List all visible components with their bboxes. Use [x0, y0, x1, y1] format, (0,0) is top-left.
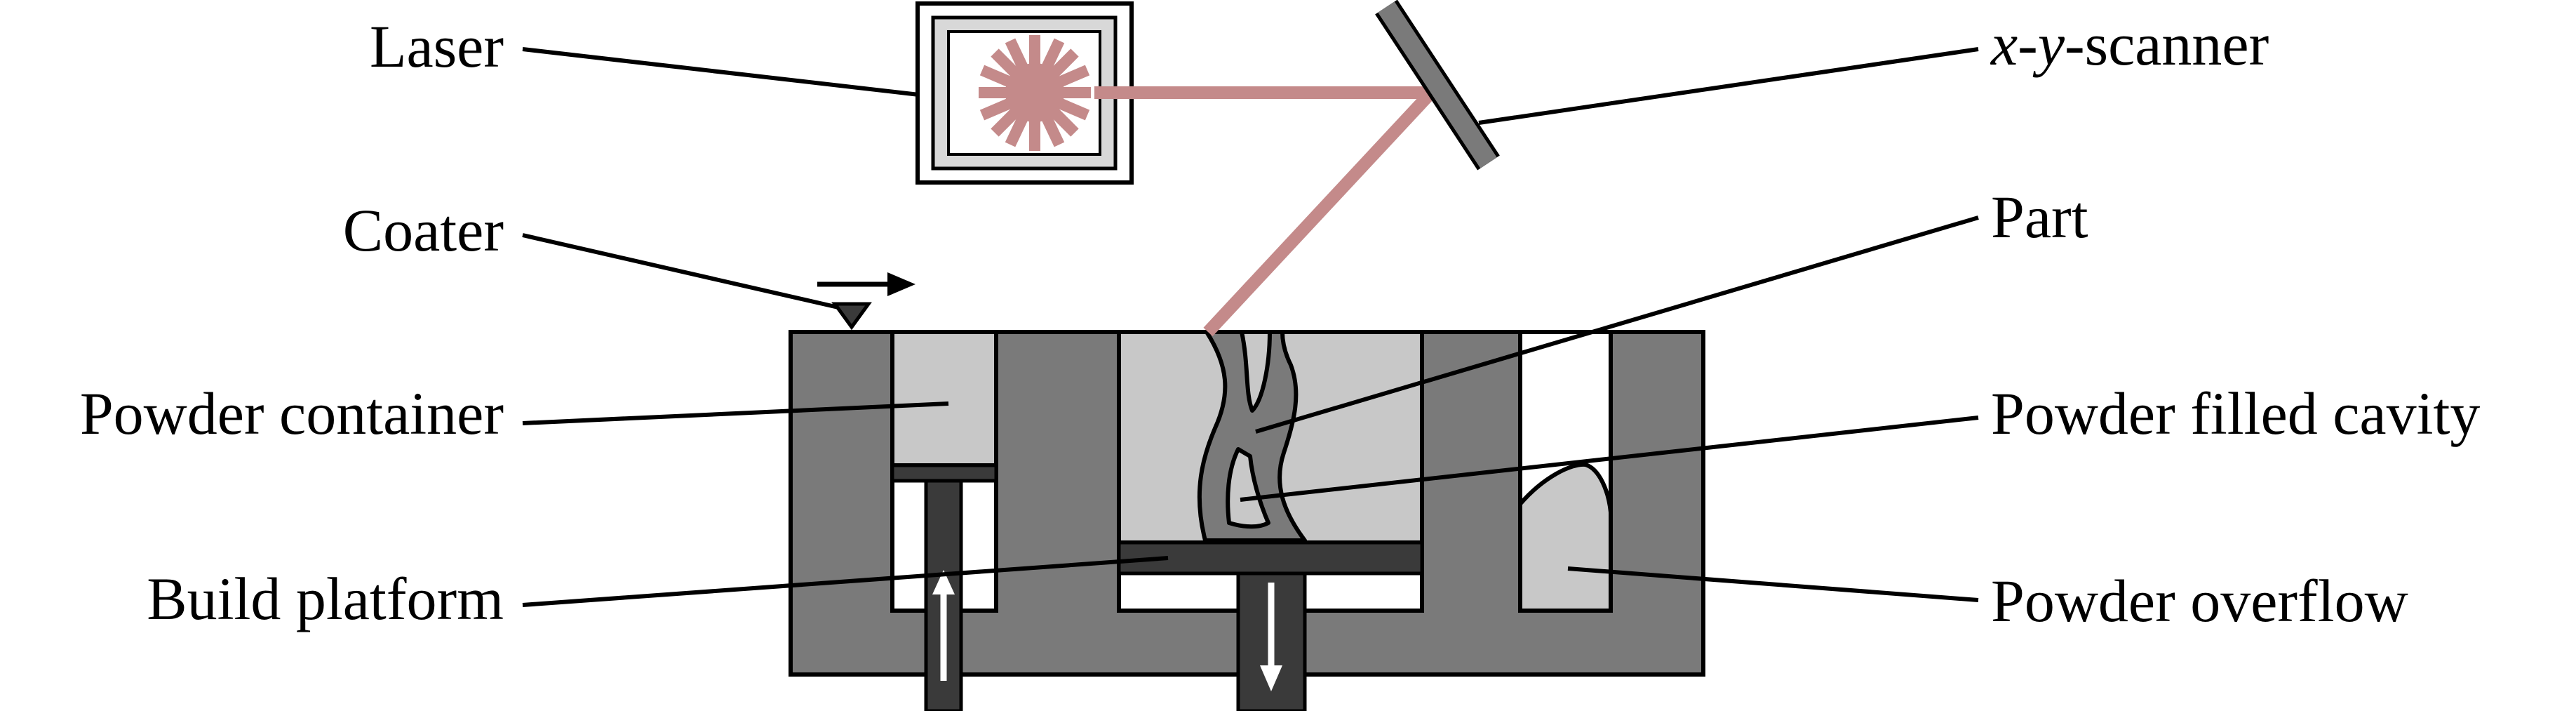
label-xy-scanner-rest: -scanner — [2065, 11, 2269, 78]
label-xy-scanner-dash: - — [2018, 11, 2038, 78]
leader-laser — [522, 47, 920, 97]
powder-overflow-fill — [1518, 462, 1613, 613]
feed-piston-plate — [890, 463, 998, 483]
laser-beam — [1094, 86, 1446, 337]
leader-xy-scanner — [1478, 47, 1979, 125]
leader-part — [1255, 215, 1979, 434]
leader-powder-filled-cavity — [1240, 416, 1979, 502]
arrow-up-icon — [932, 570, 955, 681]
label-xy-scanner-y: y — [2032, 11, 2065, 78]
part — [1197, 330, 1307, 543]
leader-lines — [522, 47, 1979, 607]
leader-powder-overflow — [1567, 566, 1979, 602]
label-laser: Laser — [370, 13, 504, 80]
label-xy-scanner-x: x — [1990, 11, 2018, 78]
label-xy-scanner: x-y-scanner — [1990, 11, 2269, 78]
label-coater: Coater — [343, 197, 504, 264]
powder-container-fill — [890, 330, 998, 467]
label-build-platform: Build platform — [147, 565, 504, 632]
arrow-right-icon — [817, 272, 915, 296]
leader-powder-container — [522, 401, 949, 425]
arrow-down-icon — [1260, 583, 1282, 691]
machine-housing — [789, 330, 1705, 677]
label-powder-overflow: Powder overflow — [1991, 567, 2408, 634]
label-powder-filled-cavity: Powder filled cavity — [1991, 380, 2480, 447]
leader-build-platform — [522, 556, 1169, 607]
build-platform — [1117, 540, 1424, 576]
label-part: Part — [1991, 183, 2088, 251]
part-inner-void — [1226, 447, 1270, 529]
leader-coater — [522, 233, 839, 310]
coater — [831, 302, 872, 331]
label-powder-container: Powder container — [80, 380, 504, 447]
